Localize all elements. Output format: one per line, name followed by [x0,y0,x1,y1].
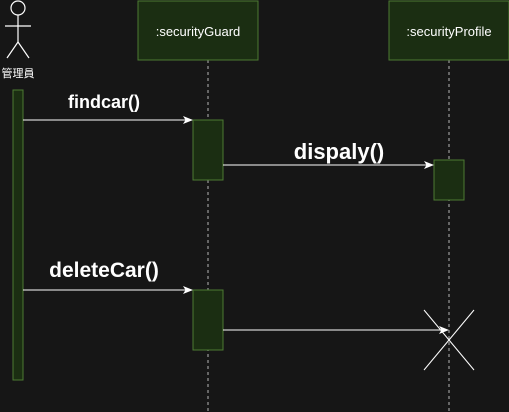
message-dispaly: dispaly() [223,139,434,169]
message-findcar: findcar() [23,92,193,124]
security-guard-activation-2 [192,289,224,351]
destroy-x-icon [423,309,475,371]
lifeline-security-guard-box [137,0,259,61]
lifeline-security-profile-box [388,0,509,61]
message-deletecar: deleteCar() [23,259,193,294]
lifeline-security-guard-label: :securityGuard [156,24,241,39]
lifeline-security-profile-label: :securityProfile [406,24,491,39]
message-destroy [223,309,475,371]
actor-activation-bar [12,89,24,381]
actor-label: 管理員 [2,66,35,80]
lifeline-security-guard: :securityGuard [137,0,259,412]
message-dispaly-label: dispaly() [294,139,384,164]
message-findcar-label: findcar() [68,92,140,112]
security-profile-activation [433,159,465,201]
actor: 管理員 [2,0,35,80]
message-deletecar-label: deleteCar() [49,259,159,282]
security-guard-activation-1 [192,119,224,181]
lifeline-security-profile: :securityProfile [388,0,509,412]
stick-figure-icon [5,0,31,59]
